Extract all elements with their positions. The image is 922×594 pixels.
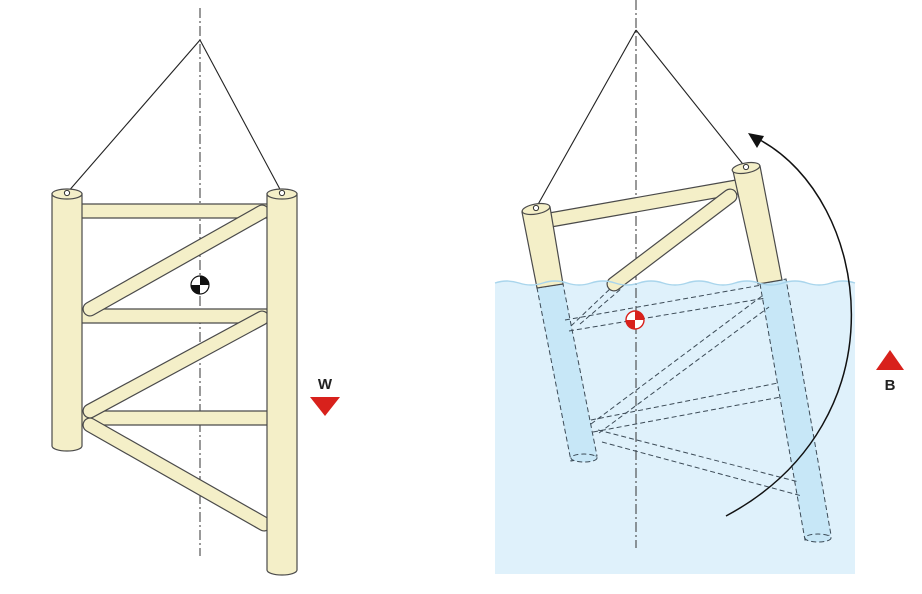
right-sling-wire-1 — [535, 29, 637, 209]
left-diagonal-1 — [83, 205, 269, 316]
left-diagonal-braces — [82, 204, 272, 532]
right-frame-right-leg — [732, 165, 783, 285]
down-triangle-icon — [310, 397, 340, 416]
weight-label: W — [318, 376, 333, 393]
buoyancy-label: B — [885, 377, 896, 394]
right-diagonal — [607, 189, 737, 291]
centre-of-gravity-marker — [190, 275, 210, 295]
left-sling-wire-1 — [66, 39, 201, 194]
left-lift-eye — [63, 189, 71, 197]
left-horizontal-braces — [77, 203, 273, 426]
left-sling-wire-2 — [199, 39, 283, 194]
right-panel-floating-frame: B — [494, 0, 904, 574]
left-leg-short — [51, 188, 83, 452]
right-sling-wire-2 — [635, 29, 747, 169]
left-panel-hanging-frame: W — [51, 8, 340, 576]
centre-of-buoyancy-marker — [625, 310, 645, 330]
left-brace-lower — [77, 410, 273, 426]
left-leg-long — [266, 188, 298, 576]
submerged-right-leg — [760, 279, 831, 540]
left-diagonal-2 — [83, 311, 269, 418]
left-diagonal-3 — [83, 418, 271, 531]
up-triangle-icon — [876, 350, 904, 370]
above-water-members — [521, 161, 783, 292]
right-frame-left-eye — [532, 204, 540, 212]
submerged-left-leg — [537, 284, 597, 461]
water-surface — [494, 280, 856, 286]
right-frame-right-eye — [742, 163, 750, 171]
right-lift-eye — [278, 189, 286, 197]
water-body — [495, 281, 855, 574]
curved-arrow-icon — [725, 133, 853, 517]
